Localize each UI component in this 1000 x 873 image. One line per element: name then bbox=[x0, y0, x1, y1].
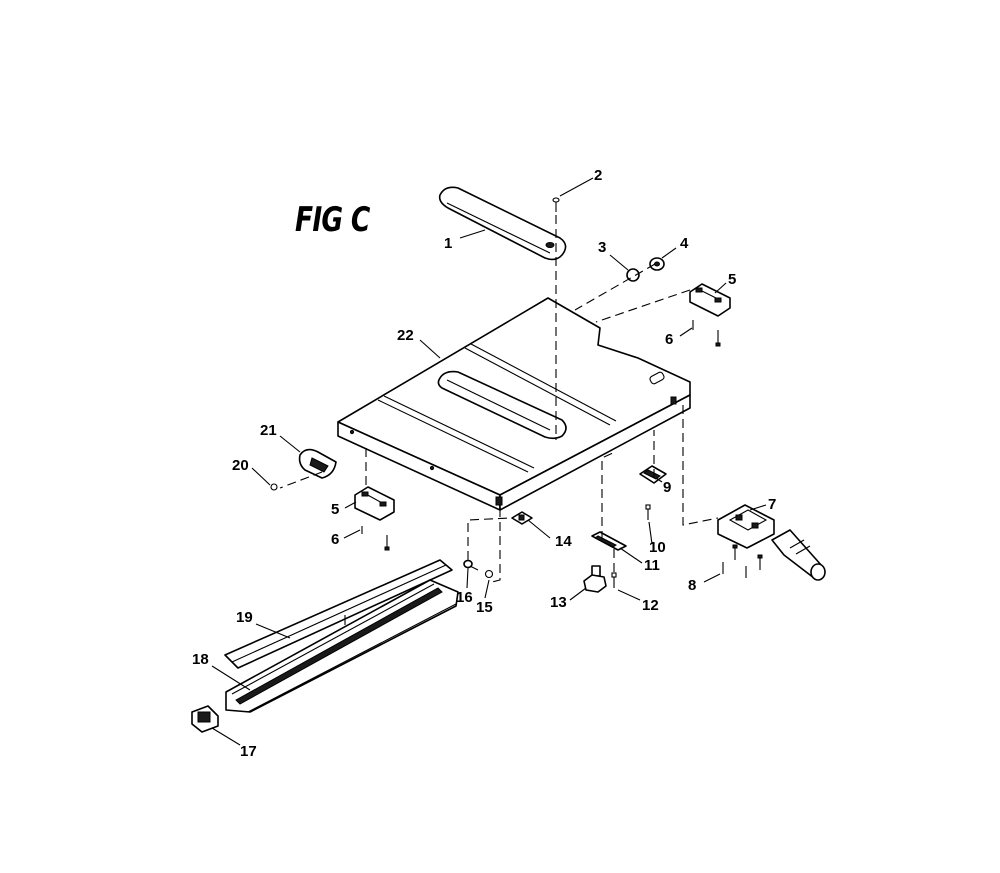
screw-part-6-left bbox=[361, 526, 390, 551]
knob-part-13 bbox=[583, 565, 607, 593]
end-cap-part-21 bbox=[298, 448, 337, 479]
clip-part-9 bbox=[639, 465, 667, 484]
figure-title: FIG C bbox=[295, 200, 370, 240]
bracket-part-5-left bbox=[354, 486, 395, 521]
callout-2: 2 bbox=[594, 167, 602, 184]
callout-19: 19 bbox=[236, 609, 253, 626]
callout-4: 4 bbox=[680, 235, 689, 252]
callout-9: 9 bbox=[663, 479, 671, 496]
assembly-lines bbox=[279, 215, 719, 583]
callout-6-top: 6 bbox=[665, 331, 673, 348]
throat-plate-part-1 bbox=[438, 186, 567, 261]
rail-part-18 bbox=[225, 579, 459, 713]
callout-15: 15 bbox=[476, 599, 493, 616]
callout-17: 17 bbox=[240, 743, 257, 760]
bracket-part-5-top bbox=[689, 283, 731, 317]
table-top-part-22 bbox=[337, 297, 691, 511]
square-nut-part-14 bbox=[511, 511, 533, 525]
screw-part-12 bbox=[611, 572, 617, 588]
callout-6-left: 6 bbox=[331, 531, 339, 548]
callout-22: 22 bbox=[397, 327, 414, 344]
nut-part-4 bbox=[649, 257, 665, 271]
screw-part-10 bbox=[645, 504, 651, 520]
callout-18: 18 bbox=[192, 651, 209, 668]
callout-13: 13 bbox=[550, 594, 567, 611]
handle-part-7 bbox=[717, 504, 826, 581]
callout-20: 20 bbox=[232, 457, 249, 474]
callout-14: 14 bbox=[555, 533, 572, 550]
screw-part-20 bbox=[270, 483, 278, 491]
callout-3: 3 bbox=[598, 239, 606, 256]
screw-part-6-top bbox=[692, 320, 721, 347]
callout-10: 10 bbox=[649, 539, 666, 556]
callout-5-left: 5 bbox=[331, 501, 339, 518]
callout-12: 12 bbox=[642, 597, 659, 614]
washer-part-15 bbox=[484, 569, 494, 579]
callout-21: 21 bbox=[260, 422, 277, 439]
callout-leaders bbox=[211, 177, 767, 746]
callout-8: 8 bbox=[688, 577, 696, 594]
screw-part-2 bbox=[552, 197, 560, 212]
screws-part-8 bbox=[722, 544, 763, 578]
rail-cap-part-17 bbox=[191, 705, 219, 733]
lock-bar-part-11 bbox=[591, 531, 627, 551]
callout-7: 7 bbox=[768, 496, 776, 513]
callout-11: 11 bbox=[644, 557, 660, 574]
bolt-part-16 bbox=[463, 559, 479, 571]
scale-label-part-19 bbox=[224, 559, 453, 669]
callout-16: 16 bbox=[456, 589, 473, 606]
callout-1: 1 bbox=[444, 235, 452, 252]
callout-5-top: 5 bbox=[728, 271, 736, 288]
callout-labels: 1 2 3 4 5 6 7 8 9 10 11 12 13 14 15 16 1… bbox=[192, 167, 776, 760]
